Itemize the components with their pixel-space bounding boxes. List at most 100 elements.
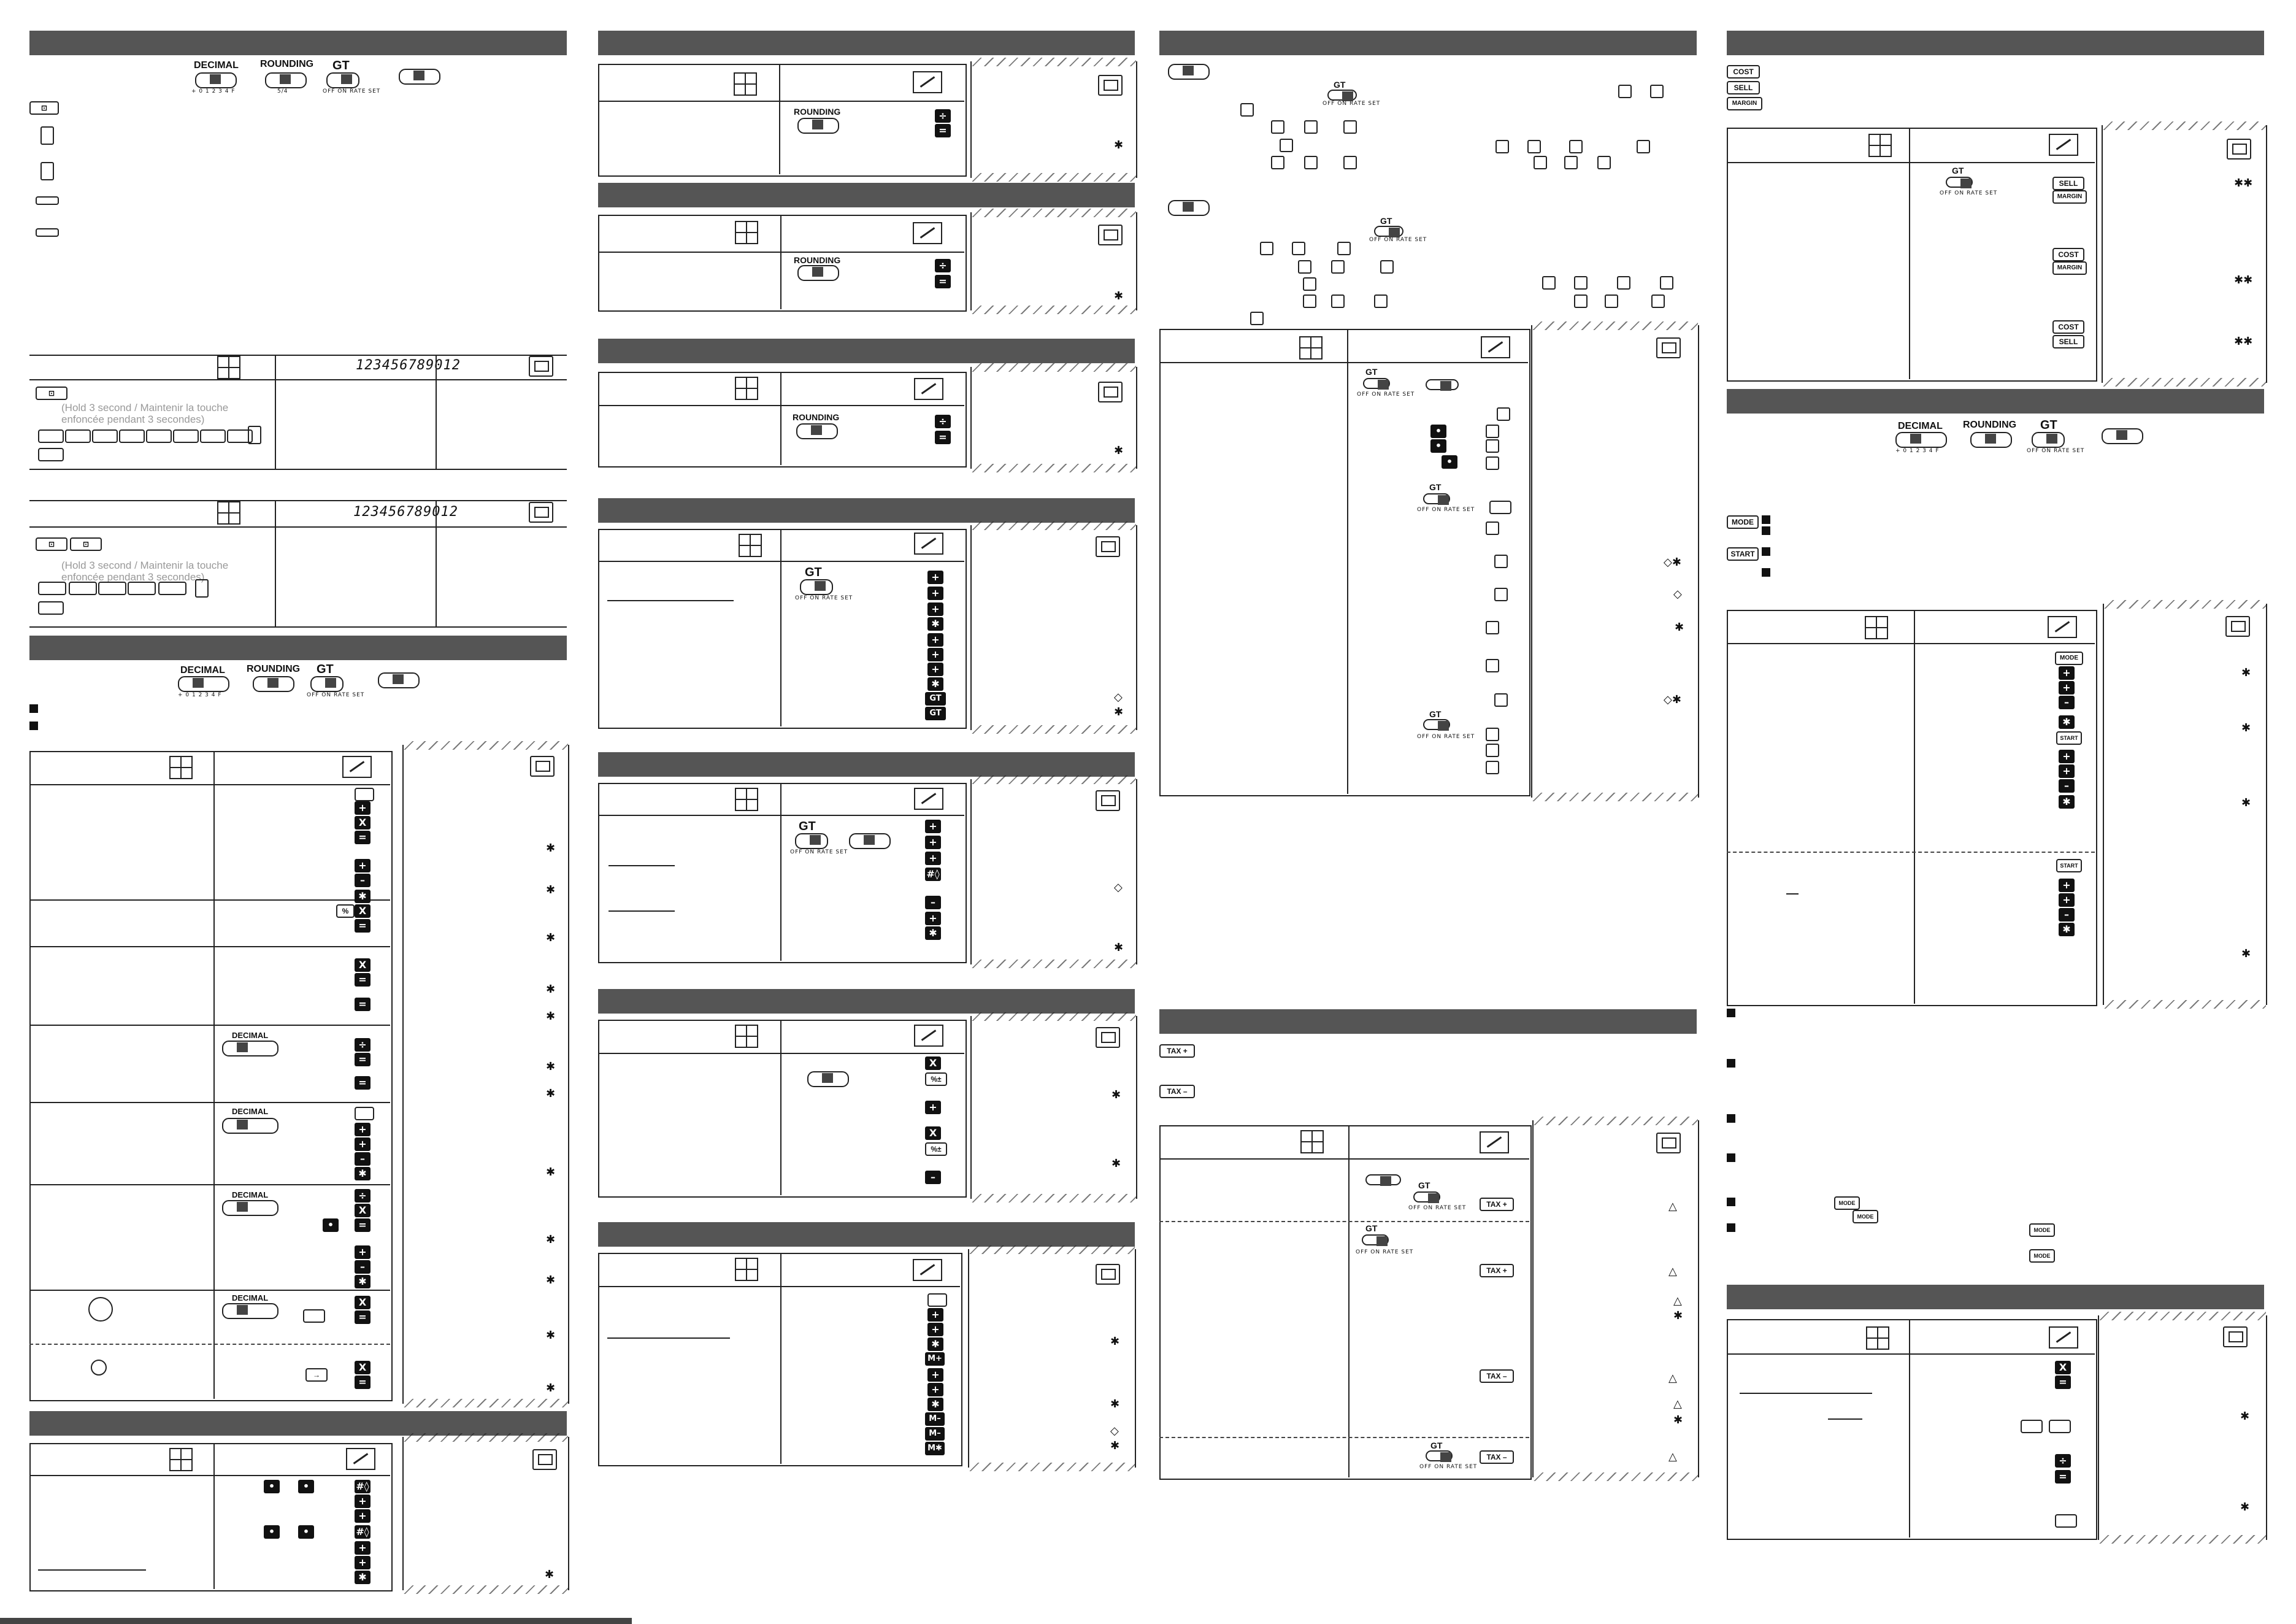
divide-key[interactable]: ÷ (2055, 1454, 2071, 1468)
digit-key[interactable] (1292, 242, 1305, 255)
memory-minus-key[interactable]: M– (925, 1412, 945, 1426)
plus-key[interactable]: + (925, 820, 941, 833)
digit-key[interactable] (1271, 120, 1284, 134)
total-key[interactable]: ✱ (927, 1337, 943, 1351)
percent-key[interactable]: %± (925, 1072, 947, 1086)
minus-key[interactable]: – (355, 874, 371, 887)
digit-key[interactable] (1494, 693, 1508, 707)
digit-key[interactable] (1486, 621, 1499, 634)
equals-key[interactable]: = (355, 1053, 371, 1066)
plus-key[interactable]: + (2059, 681, 2075, 695)
decimal-point-key[interactable]: • (323, 1218, 339, 1232)
print-key[interactable]: ⊡ (36, 387, 67, 400)
equals-key[interactable]: = (2055, 1376, 2071, 1389)
total-key[interactable]: ✱ (355, 1571, 371, 1584)
plus-key[interactable]: + (355, 1495, 371, 1508)
gt-switch[interactable] (1946, 177, 1973, 188)
digit-key[interactable] (1660, 276, 1673, 290)
plus-key[interactable]: + (927, 663, 943, 676)
digit-key[interactable] (1574, 294, 1588, 308)
cancel-key[interactable] (355, 1107, 374, 1120)
digit-key[interactable] (1618, 85, 1632, 98)
mode-key[interactable]: MODE (1853, 1210, 1878, 1223)
digit-key[interactable] (1380, 260, 1394, 274)
rounding-switch[interactable] (1970, 432, 2012, 448)
print-switch[interactable] (807, 1071, 849, 1087)
plus-key[interactable]: + (355, 1556, 371, 1569)
plus-key[interactable]: + (2059, 893, 2075, 907)
memory-plus-key[interactable]: M+ (925, 1352, 945, 1366)
start-key[interactable]: START (2056, 859, 2082, 872)
plus-key[interactable]: + (925, 852, 941, 865)
clear-key[interactable] (248, 426, 261, 444)
plus-key[interactable]: + (927, 648, 943, 661)
equals-key[interactable]: = (935, 431, 951, 444)
equals-key[interactable]: = (935, 124, 951, 137)
tax-plus-key[interactable]: TAX + (1480, 1264, 1514, 1277)
memory-total-key[interactable]: M✱ (925, 1442, 945, 1455)
digit-key[interactable] (158, 582, 186, 595)
digit-key[interactable] (1569, 140, 1583, 153)
clear-key[interactable] (195, 579, 209, 598)
format-key[interactable] (36, 228, 59, 237)
tax-plus-key[interactable]: TAX + (1159, 1044, 1195, 1058)
digit-key[interactable] (1280, 139, 1293, 152)
margin-key[interactable]: MARGIN (2052, 261, 2087, 275)
plus-key[interactable]: + (355, 1137, 371, 1151)
equals-key[interactable]: = (2055, 1470, 2071, 1484)
rounding-switch[interactable] (797, 118, 839, 134)
decimal-switch[interactable] (222, 1200, 278, 1216)
times-key[interactable]: X (925, 1126, 941, 1140)
tax-minus-key[interactable]: TAX – (1480, 1450, 1514, 1464)
sell-key[interactable]: SELL (2052, 335, 2084, 348)
digit-key[interactable] (1337, 242, 1351, 255)
plus-key[interactable]: + (355, 1123, 371, 1136)
digit-key[interactable] (1486, 456, 1499, 470)
cancel-key[interactable] (2055, 1514, 2077, 1528)
gt-switch[interactable] (310, 676, 344, 692)
digit-key[interactable] (1374, 294, 1388, 308)
sell-key[interactable]: SELL (2052, 177, 2084, 190)
total-key[interactable]: ✱ (355, 1167, 371, 1180)
plus-key[interactable]: + (925, 1101, 941, 1114)
gt-switch[interactable] (326, 72, 359, 88)
paper-feed-key[interactable] (40, 126, 54, 145)
digit-key[interactable] (92, 429, 118, 443)
cancel-key[interactable] (38, 601, 64, 615)
cost-key[interactable]: COST (1727, 65, 1760, 79)
times-key[interactable]: X (355, 904, 371, 918)
digit-key[interactable] (1605, 294, 1618, 308)
divide-key[interactable]: ÷ (355, 1189, 371, 1203)
digit-key[interactable] (38, 582, 66, 595)
digit-key[interactable] (38, 429, 64, 443)
times-key[interactable]: X (355, 816, 371, 829)
gt-switch[interactable] (1423, 719, 1450, 731)
total-key[interactable]: ✱ (355, 1275, 371, 1288)
minus-key[interactable]: – (2059, 696, 2075, 709)
print-key[interactable]: ⊡ (70, 537, 102, 551)
cancel-key[interactable] (355, 788, 374, 801)
cancel-key[interactable] (38, 448, 64, 461)
plus-key[interactable]: + (2059, 666, 2075, 680)
gt-key[interactable]: GT (925, 692, 946, 706)
gt-switch[interactable] (2032, 432, 2065, 448)
plus-key[interactable]: + (927, 602, 943, 616)
decimal-switch[interactable] (178, 676, 229, 692)
gt-switch[interactable] (1327, 90, 1357, 101)
digit-key[interactable] (98, 582, 126, 595)
plus-key[interactable]: + (927, 1323, 943, 1336)
total-key[interactable]: ✱ (925, 926, 941, 940)
plus-key[interactable]: + (355, 801, 371, 815)
mode-key[interactable]: MODE (1727, 515, 1759, 529)
minus-key[interactable]: – (355, 1152, 371, 1166)
decimal-point-key[interactable]: • (298, 1480, 314, 1493)
gt-switch[interactable] (1426, 1450, 1453, 1462)
digit-key[interactable] (1304, 120, 1318, 134)
plus-key[interactable]: + (927, 587, 943, 600)
digit-key[interactable] (1486, 521, 1499, 535)
print-key[interactable]: ⊡ (36, 537, 67, 551)
divide-key[interactable]: ÷ (935, 415, 951, 428)
plus-key[interactable]: + (2059, 764, 2075, 778)
sell-key[interactable]: SELL (1727, 81, 1760, 94)
divide-key[interactable]: ÷ (935, 259, 951, 272)
